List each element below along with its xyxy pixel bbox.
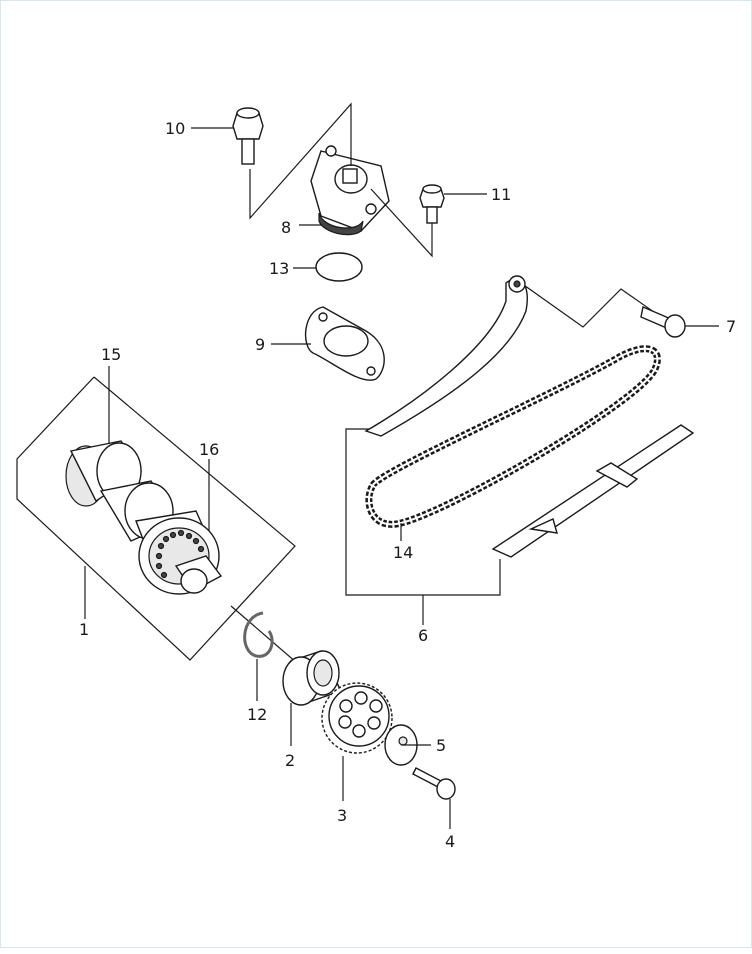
- callout-14: 14: [393, 543, 413, 562]
- bolt-10-icon: [191, 107, 264, 165]
- chain-guide-lower-icon: [491, 424, 695, 558]
- callout-11: 11: [491, 185, 511, 204]
- callout-13: 13: [269, 259, 289, 278]
- callout-labels: 1 2 3 4 5 6 7 8 9 10 11 12 13 14 15 16: [79, 119, 736, 851]
- camshaft-icon: [65, 440, 223, 595]
- callout-12: 12: [247, 705, 267, 724]
- o-ring-icon: [293, 252, 363, 282]
- pivot-bolt-icon: [520, 282, 719, 338]
- gasket-icon: [271, 306, 385, 381]
- callout-16: 16: [199, 440, 219, 459]
- callout-6: 6: [418, 626, 428, 645]
- bushing-icon: [282, 650, 342, 746]
- callout-4: 4: [445, 832, 455, 851]
- bolt-4-icon: [412, 767, 456, 829]
- callout-10: 10: [165, 119, 185, 138]
- callout-3: 3: [337, 806, 347, 825]
- callout-5: 5: [436, 736, 446, 755]
- circlip-icon: [243, 611, 274, 701]
- callout-2: 2: [285, 751, 295, 770]
- washer-icon: [384, 724, 431, 766]
- camshaft-group-frame: [16, 376, 296, 661]
- callout-15: 15: [101, 345, 121, 364]
- bolt-11-icon: [419, 184, 487, 224]
- sprocket-gear-icon: [321, 682, 393, 801]
- chain-guide-upper-icon: [364, 275, 528, 437]
- tensioner-icon: [299, 145, 390, 236]
- bearing-balls: [155, 529, 205, 579]
- timing-chain-icon: [365, 345, 661, 541]
- callout-9: 9: [255, 335, 265, 354]
- callout-8: 8: [281, 218, 291, 237]
- callout-7: 7: [726, 317, 736, 336]
- callout-1: 1: [79, 620, 89, 639]
